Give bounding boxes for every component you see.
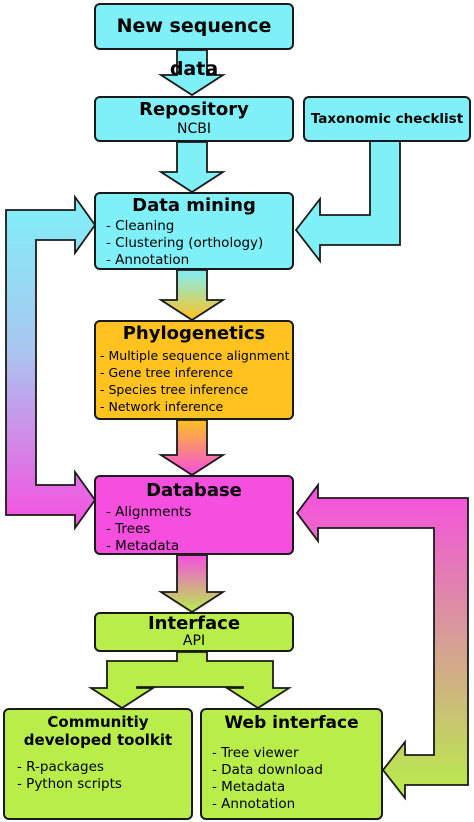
repository-title: Repository xyxy=(139,99,249,120)
repository-box: Repository NCBI xyxy=(94,96,294,142)
phylogenetics-title: Phylogenetics xyxy=(122,323,266,344)
arrow-database-to-interface xyxy=(157,554,227,614)
list-item: Trees xyxy=(106,521,292,538)
list-item: Cleaning xyxy=(106,218,292,235)
new-sequence-box: New sequence data xyxy=(94,3,294,80)
interface-title: Interface xyxy=(147,613,241,634)
list-item: Gene tree inference xyxy=(100,364,292,381)
arrow-datamining-to-phylo xyxy=(157,269,227,322)
data-mining-box: Data mining Cleaning Clustering (ortholo… xyxy=(94,192,294,270)
data-mining-title: Data mining xyxy=(132,195,256,216)
repository-subtitle: NCBI xyxy=(177,121,211,137)
web-interface-list: Tree viewer Data download Metadata Annot… xyxy=(212,745,381,813)
toolkit-list: R-packages Python scripts xyxy=(17,759,191,793)
toolkit-box: Communitiy developed toolkit R-packages … xyxy=(3,708,193,820)
list-item: Python scripts xyxy=(17,776,191,793)
list-item: Network inference xyxy=(100,398,292,415)
database-box: Database Alignments Trees Metadata xyxy=(94,475,294,555)
toolkit-title: Communitiy developed toolkit xyxy=(23,713,173,749)
arrow-datamining-database-loop xyxy=(5,194,97,531)
interface-subtitle: API xyxy=(182,633,206,649)
taxonomic-title: Taxonomic checklist xyxy=(310,111,464,127)
arrow-database-webinterface-loop xyxy=(295,482,469,801)
web-interface-title: Web interface xyxy=(224,713,359,733)
phylogenetics-list: Multiple sequence alignment Gene tree in… xyxy=(100,347,292,415)
list-item: Alignments xyxy=(106,504,292,521)
list-item: Annotation xyxy=(106,252,292,269)
list-item: R-packages xyxy=(17,759,191,776)
taxonomic-box: Taxonomic checklist xyxy=(303,96,471,142)
list-item: Metadata xyxy=(106,538,292,555)
list-item: Species tree inference xyxy=(100,381,292,398)
list-item: Clustering (orthology) xyxy=(106,235,292,252)
phylogenetics-box: Phylogenetics Multiple sequence alignmen… xyxy=(94,320,294,420)
web-interface-box: Web interface Tree viewer Data download … xyxy=(200,708,383,820)
list-item: Annotation xyxy=(212,796,381,813)
new-sequence-title: New sequence data xyxy=(116,15,272,80)
list-item: Tree viewer xyxy=(212,745,381,762)
arrow-repo-to-datamining xyxy=(157,141,227,194)
interface-box: Interface API xyxy=(94,612,294,652)
arrow-interface-split xyxy=(87,651,293,710)
arrow-phylo-to-database xyxy=(157,419,227,477)
list-item: Metadata xyxy=(212,779,381,796)
arrow-new-to-repo xyxy=(157,49,227,97)
data-mining-list: Cleaning Clustering (orthology) Annotati… xyxy=(106,218,292,269)
list-item: Data download xyxy=(212,762,381,779)
list-item: Multiple sequence alignment xyxy=(100,347,292,364)
database-list: Alignments Trees Metadata xyxy=(106,504,292,555)
arrow-taxonomic-to-datamining xyxy=(294,139,401,264)
database-title: Database xyxy=(146,480,242,501)
